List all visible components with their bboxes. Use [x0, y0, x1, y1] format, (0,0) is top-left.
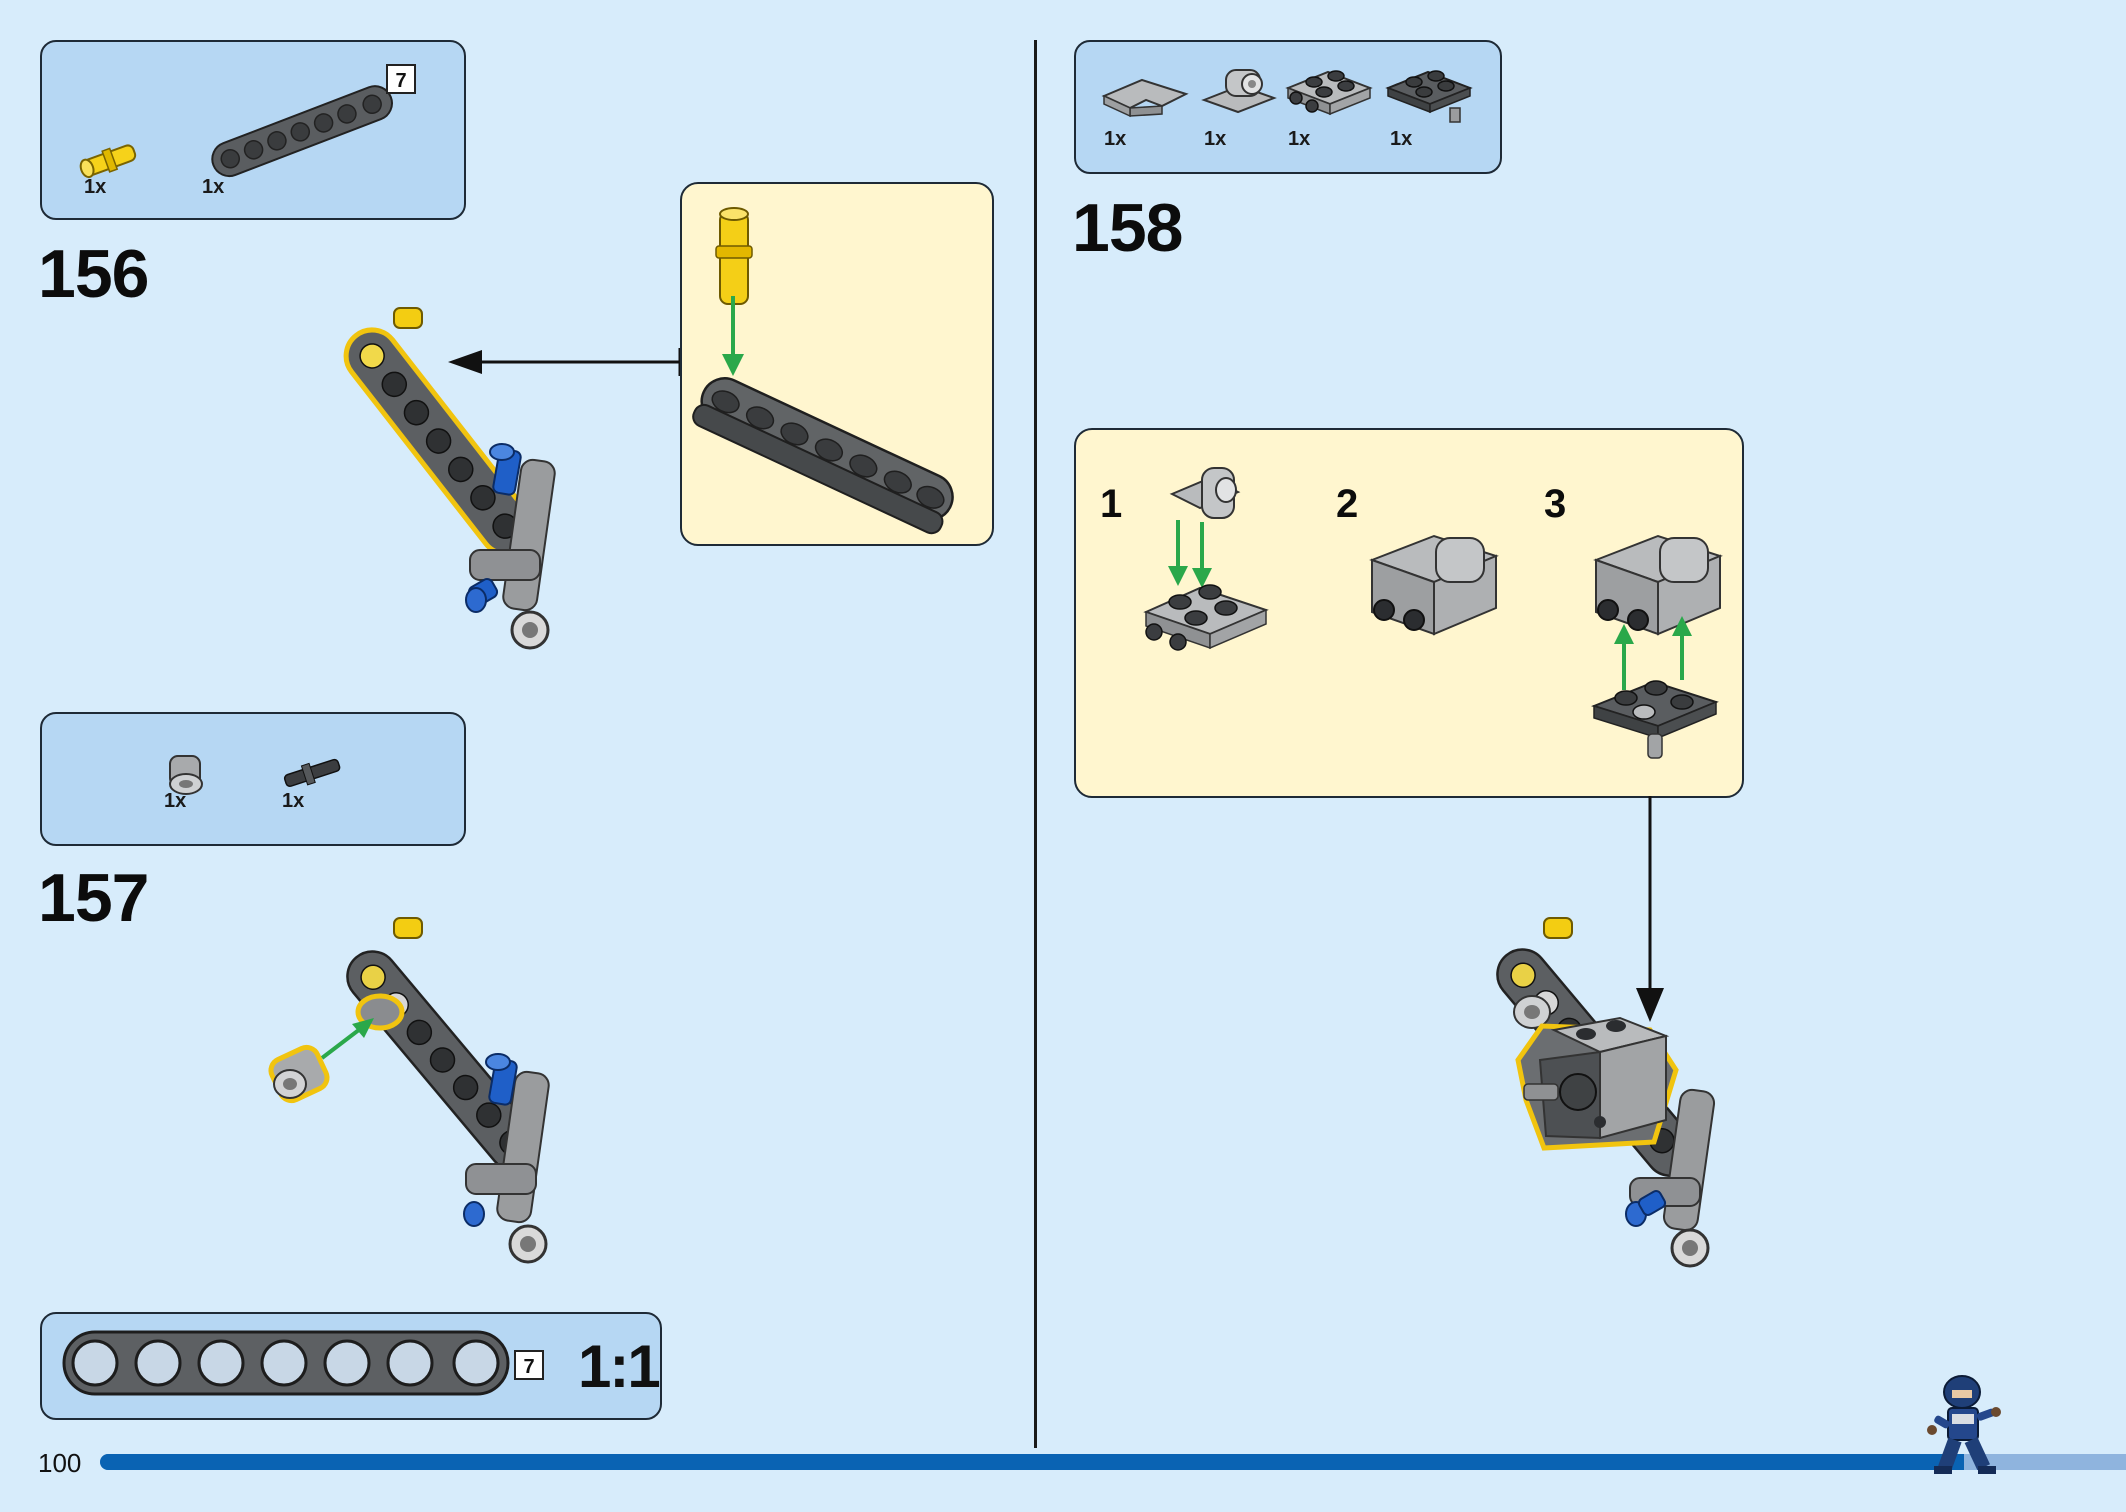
- step-number-158: 158: [1072, 190, 1183, 266]
- part-qty: 1x: [1288, 128, 1311, 150]
- progress-fill: [100, 1454, 1964, 1470]
- dark-beam-7-icon: [692, 377, 954, 535]
- beam-1to1-icon: [62, 1330, 510, 1396]
- substep-number: 3: [1544, 482, 1567, 526]
- beam-length-badge: 7: [386, 64, 416, 94]
- progress-bar: [100, 1454, 2126, 1470]
- part-qty: 1x: [202, 176, 225, 198]
- page-number: 100: [38, 1448, 82, 1478]
- part-qty: 1x: [1104, 128, 1127, 150]
- scale-label: 1:1: [578, 1333, 661, 1400]
- part-qty: 1x: [164, 790, 187, 812]
- substep-1-illustration: [1143, 467, 1269, 651]
- substep-3-illustration: [1591, 534, 1723, 759]
- substep-number: 2: [1336, 482, 1359, 526]
- step-156-arrow: [448, 348, 682, 376]
- pin-hole-plate-icon: [1201, 69, 1277, 114]
- insert-arrow: [722, 296, 744, 376]
- parts-box-step-158: 1x 1x 1x 1x: [1074, 40, 1502, 174]
- step-number-157: 157: [38, 860, 149, 936]
- minifigure-icon: [1927, 1375, 2001, 1474]
- part-qty: 1x: [282, 790, 305, 812]
- dark-beam-7-icon: [211, 85, 393, 178]
- callout-step-158: 1 2 3: [1074, 428, 1744, 798]
- parts-box-step-156: 1x 1x 7: [40, 40, 466, 220]
- substep-2-illustration: [1369, 534, 1499, 636]
- corner-plate-icon: [1101, 78, 1189, 118]
- column-divider: [1034, 40, 1037, 1448]
- parts-box-step-157: 1x 1x: [40, 712, 466, 846]
- yellow-pin-icon: [79, 144, 137, 179]
- part-qty: 1x: [1390, 128, 1413, 150]
- axle-pin-icon: [283, 758, 341, 787]
- plate-2x2-pins-icon: [1285, 70, 1373, 116]
- yellow-pin-icon: [715, 207, 753, 305]
- step-number-156: 156: [38, 236, 149, 312]
- assembly-156: [343, 307, 556, 650]
- part-qty: 1x: [1204, 128, 1227, 150]
- step-158-arrow: [1636, 796, 1664, 1022]
- scale-box: 7 1:1: [40, 1312, 662, 1420]
- beam-length-badge: 7: [514, 1350, 544, 1380]
- bush-icon: [169, 755, 203, 795]
- substep-number: 1: [1100, 482, 1123, 526]
- part-qty: 1x: [84, 176, 107, 198]
- assembly-158: [1496, 917, 1716, 1268]
- callout-step-156: [680, 182, 994, 546]
- plate-2x2-axle-icon: [1385, 70, 1473, 123]
- assembly-157: [268, 917, 550, 1264]
